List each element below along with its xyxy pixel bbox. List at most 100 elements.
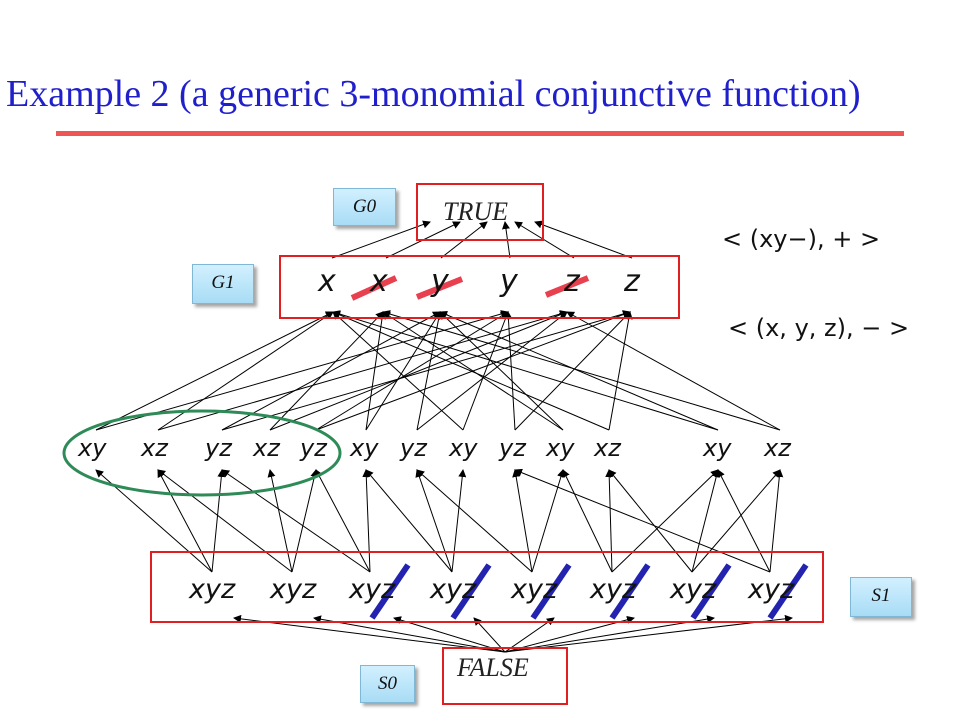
middle-node: xz <box>141 434 168 462</box>
s1-node: xyz <box>270 574 317 605</box>
edge-arrow <box>221 311 441 431</box>
false-node-box <box>442 647 568 705</box>
g1-boundary-box <box>279 255 680 319</box>
s1-crossout-slash <box>530 563 572 620</box>
edge-arrow <box>362 469 371 573</box>
s1-node: xyz <box>349 574 396 605</box>
edge-arrow <box>315 311 509 431</box>
edge-arrow <box>473 617 506 653</box>
edge-arrow <box>332 311 610 431</box>
middle-node: xz <box>764 434 791 462</box>
edge-arrow <box>691 469 781 573</box>
edge-arrow <box>313 615 506 653</box>
edge-arrow <box>514 468 771 573</box>
edge-arrow <box>267 469 293 573</box>
edge-arrow <box>221 469 371 573</box>
edge-arrow <box>416 311 443 431</box>
s1-crossout-slash <box>767 563 809 620</box>
edge-arrow <box>95 311 334 431</box>
s1-node: xyz <box>748 574 795 605</box>
middle-node: yz <box>205 434 232 462</box>
g1-node: x <box>318 264 336 299</box>
s1-node: xyz <box>670 574 717 605</box>
g1-tag: G1 <box>192 264 254 304</box>
edge-arrow <box>691 469 721 573</box>
middle-node: xy <box>78 434 107 462</box>
g1-node: y <box>500 264 518 299</box>
edge-arrow <box>221 310 631 431</box>
g1-node: z <box>624 264 640 299</box>
true-node: TRUE <box>443 197 508 226</box>
edge-arrow <box>504 617 555 653</box>
edge-arrow <box>605 469 614 573</box>
edge-arrow <box>717 469 771 573</box>
edge-arrow <box>504 615 715 653</box>
edge-arrow <box>157 469 293 573</box>
edge-arrow <box>315 469 371 573</box>
edge-arrow <box>382 311 564 431</box>
middle-node: yz <box>400 434 427 462</box>
s1-crossout-slash <box>690 563 732 620</box>
middle-node: xy <box>703 434 732 462</box>
edge-arrow <box>382 310 781 431</box>
middle-node: yz <box>499 434 526 462</box>
edge-arrow <box>514 311 631 431</box>
s1-node: xyz <box>511 574 558 605</box>
edge-arrow <box>534 220 633 259</box>
edge-arrow <box>608 311 633 431</box>
edge-arrow <box>566 311 781 431</box>
edge-arrow <box>211 469 226 573</box>
edge-arrow <box>451 469 467 573</box>
s1-crossout-slash <box>369 563 411 620</box>
middle-node: xz <box>594 434 621 462</box>
g1-node: y <box>431 264 449 299</box>
middle-node: xy <box>350 434 379 462</box>
edge-arrow <box>504 615 635 653</box>
edge-arrow <box>608 469 693 573</box>
g0-tag: G0 <box>333 188 396 226</box>
s1-crossout-slash <box>609 563 651 620</box>
edge-arrow <box>269 311 384 431</box>
middle-node: xy <box>449 434 478 462</box>
edge-arrow <box>439 311 564 431</box>
middle-node: xy <box>546 434 575 462</box>
edge-arrow <box>95 310 509 431</box>
edge-arrow <box>291 469 319 573</box>
edge-arrow <box>365 469 453 573</box>
s1-node: xyz <box>430 574 477 605</box>
positive-example-label: < (xy−), + > <box>722 225 881 253</box>
slide-title: Example 2 (a generic 3-monomial conjunct… <box>6 73 861 115</box>
s1-node: xyz <box>189 574 236 605</box>
edge-arrow <box>769 469 784 573</box>
edge-arrow <box>512 469 533 573</box>
false-node: FALSE <box>457 653 529 682</box>
middle-node: xz <box>253 434 280 462</box>
s1-tag: S1 <box>850 577 912 617</box>
middle-node: yz <box>300 434 327 462</box>
g1-node: x <box>370 264 388 299</box>
edge-arrow <box>331 220 431 259</box>
s1-node: xyz <box>590 574 637 605</box>
edge-arrow <box>416 469 533 573</box>
s0-tag: S0 <box>360 665 415 703</box>
g1-crossout-slash <box>544 275 590 298</box>
g1-crossout-slash <box>415 276 464 300</box>
true-node-box <box>416 183 544 241</box>
edge-arrow <box>514 221 575 259</box>
edge-arrow <box>365 311 441 431</box>
edge-arrow <box>462 311 510 431</box>
edge-arrow <box>562 469 613 573</box>
g1-crossout-slash <box>350 275 398 301</box>
edge-arrow <box>332 311 464 431</box>
edge-arrow <box>269 310 568 431</box>
edge-arrow <box>611 469 719 573</box>
edge-arrow <box>439 311 719 431</box>
title-underline <box>56 131 904 136</box>
edge-arrow <box>157 469 213 573</box>
s1-boundary-box <box>150 551 824 623</box>
edge-arrow <box>504 311 516 431</box>
highlight-ellipse <box>62 409 342 497</box>
s1-crossout-slash <box>450 563 492 620</box>
negative-example-label: < (x, y, z), − > <box>728 314 910 342</box>
